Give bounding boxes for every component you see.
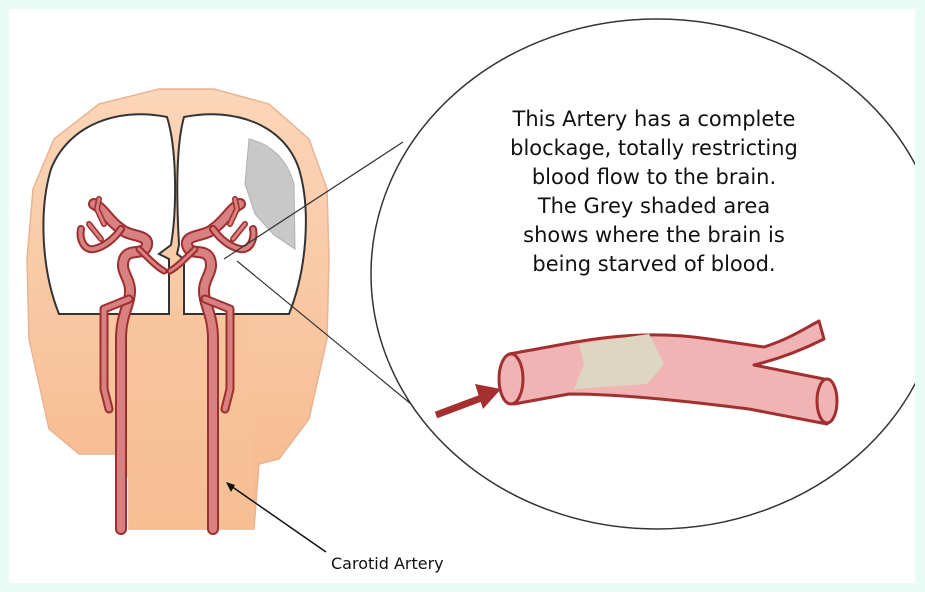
diagram-canvas: This Artery has a complete blockage, tot… bbox=[9, 9, 915, 583]
artery-inlet bbox=[499, 354, 523, 404]
callout-line: The Grey shaded area bbox=[464, 192, 844, 221]
callout-line: shows where the brain is bbox=[464, 221, 844, 250]
carotid-blockage-diagram bbox=[9, 9, 915, 583]
callout-line: blood flow to the brain. bbox=[464, 163, 844, 192]
callout-line: being starved of blood. bbox=[464, 250, 844, 279]
callout-text: This Artery has a complete blockage, tot… bbox=[464, 105, 844, 279]
carotid-artery-label: Carotid Artery bbox=[331, 554, 444, 573]
callout-line: This Artery has a complete bbox=[464, 105, 844, 134]
callout-line: blockage, totally restricting bbox=[464, 134, 844, 163]
artery-outlet bbox=[817, 379, 837, 423]
